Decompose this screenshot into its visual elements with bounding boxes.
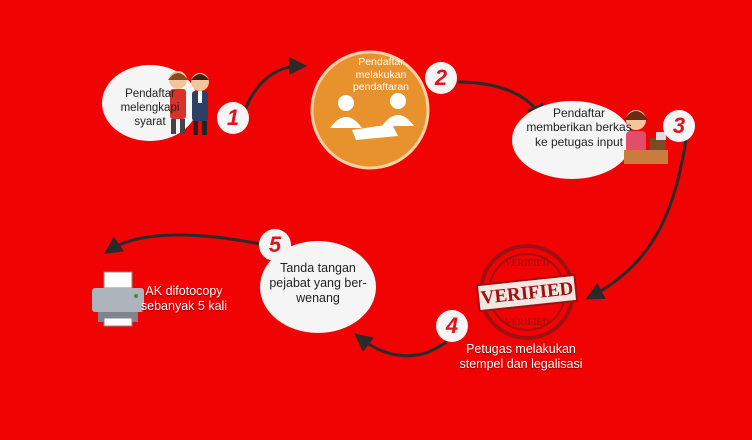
step-3-bubble [512, 101, 632, 179]
arrow-3-to-4 [585, 139, 688, 300]
step-3-label: Pendaftar memberikan berkas ke petugas i… [526, 106, 632, 149]
final-step-label: AK difotocopy sebanyak 5 kali [140, 284, 228, 313]
step-4-number: 4 [445, 313, 459, 338]
people-icon [168, 71, 209, 135]
meeting-icon [330, 93, 414, 140]
step-5-number-badge [259, 229, 291, 261]
step-2-label: Pendaftar melakukan pendaftaran [352, 56, 410, 94]
officer-icon [624, 110, 668, 164]
svg-text:VERIFIED: VERIFIED [505, 317, 550, 327]
step-4-number-badge [436, 310, 468, 342]
step-5-label: Tanda tangan pejabat yang ber-wenang [269, 261, 367, 305]
arrow-4-to-5 [354, 333, 447, 358]
step-2-number: 2 [434, 65, 448, 90]
verified-stamp-icon: VERIFIED VERIFIED VERIFIED [475, 244, 579, 340]
step-1-label: Pendaftar melengkapi syarat [120, 88, 180, 128]
step-5-bubble [260, 241, 376, 333]
step-3-number-badge [663, 110, 695, 142]
step-3-number: 3 [672, 113, 686, 138]
step-5-number: 5 [268, 232, 282, 257]
step-1-number: 1 [226, 105, 240, 130]
svg-text:VERIFIED: VERIFIED [505, 258, 550, 268]
step-4-label: Petugas melakukan stempel dan legalisasi [459, 342, 583, 371]
step-2-number-badge [425, 62, 457, 94]
printer-icon [92, 271, 144, 327]
step-1-number-badge [217, 102, 249, 134]
arrow-5-to-final [104, 233, 261, 254]
step-2-circle [310, 50, 430, 170]
